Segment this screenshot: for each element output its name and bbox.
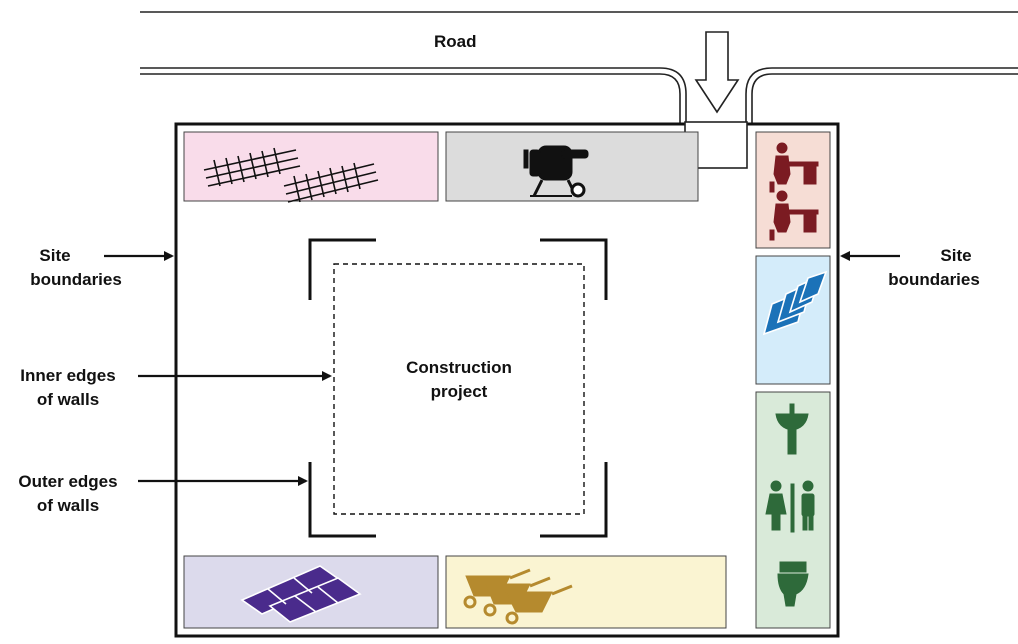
bags-icon bbox=[762, 270, 828, 336]
rebar-storage-zone bbox=[183, 131, 439, 202]
wheelbarrow-icon bbox=[463, 568, 573, 625]
road bbox=[140, 11, 1018, 124]
inner-edges-label: Inner edges of walls bbox=[4, 364, 132, 412]
road-label: Road bbox=[434, 32, 477, 51]
site-boundaries-right-label: Site boundaries bbox=[874, 244, 994, 292]
office-workers-icon bbox=[769, 142, 819, 241]
inner-edges-line1: Inner edges bbox=[20, 366, 116, 385]
inner-wall-edge bbox=[333, 263, 585, 515]
construction-project-line2: project bbox=[430, 382, 488, 401]
rebar-icon bbox=[203, 147, 379, 203]
concrete-mixer-icon bbox=[523, 145, 589, 198]
site-boundary bbox=[174, 122, 840, 638]
site-boundaries-left-line2: boundaries bbox=[30, 270, 122, 289]
site-boundaries-left-line1: Site bbox=[39, 246, 71, 265]
site-boundaries-right-line2: boundaries bbox=[888, 270, 980, 289]
office-zone bbox=[755, 131, 831, 249]
panels-icon bbox=[240, 565, 362, 623]
outer-edges-line1: Outer edges bbox=[18, 472, 118, 491]
outer-wall-edges bbox=[308, 238, 608, 538]
construction-project-line1: Construction bbox=[406, 358, 512, 377]
entrance-arrow-icon bbox=[694, 31, 740, 114]
annotation-arrows bbox=[104, 251, 900, 486]
construction-project-label: Construction project bbox=[384, 356, 534, 404]
outer-edges-label: Outer edges of walls bbox=[4, 470, 132, 518]
outer-edges-line2: of walls bbox=[36, 496, 100, 515]
toilet-facilities-icon bbox=[765, 403, 815, 607]
site-boundaries-right-line1: Site bbox=[940, 246, 972, 265]
inner-edges-line2: of walls bbox=[36, 390, 100, 409]
site-boundaries-left-label: Site boundaries bbox=[18, 244, 134, 292]
